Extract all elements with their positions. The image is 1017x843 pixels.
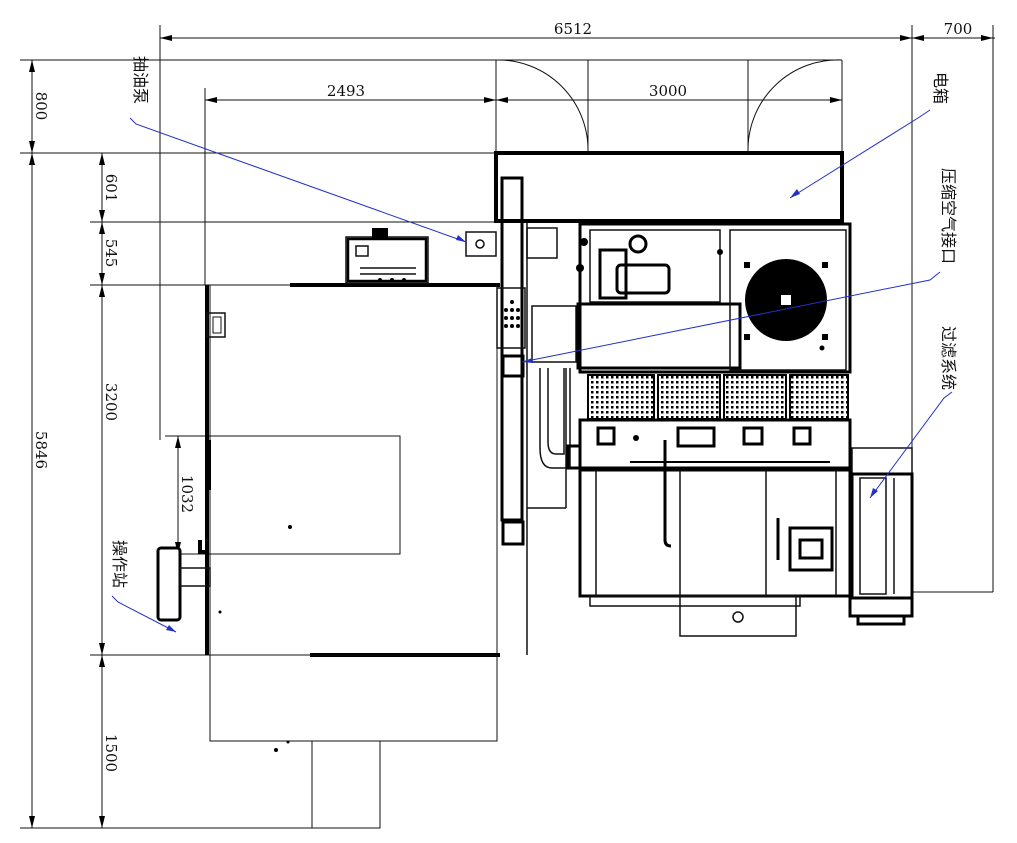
electrical-box xyxy=(494,151,844,223)
door-swings xyxy=(495,59,843,153)
label-compressed-air-inlet: 压缩空气接口 xyxy=(939,168,958,264)
label-oil-pump: 抽油泵 xyxy=(131,56,150,104)
dim-total-width: 6512 xyxy=(554,20,592,38)
label-operator-station: 操作站 xyxy=(110,540,129,588)
label-filter-system: 过滤系统 xyxy=(939,326,958,390)
dim-depth-segment-2: 545 xyxy=(102,239,120,268)
upper-right-equipment xyxy=(576,222,852,374)
dim-operator-station: 1032 xyxy=(178,475,196,513)
callout-labels: 抽油泵 电箱 压缩空气接口 过滤系统 操作站 xyxy=(110,56,958,588)
dim-main-body: 3200 xyxy=(102,383,120,421)
dim-depth-segment-1: 601 xyxy=(102,174,120,203)
main-machine-body xyxy=(205,283,500,657)
dim-front-extension: 1500 xyxy=(102,734,120,772)
dim-right-section: 3000 xyxy=(649,82,687,100)
dim-electrical-box-offset: 700 xyxy=(944,20,973,38)
leaders xyxy=(111,109,953,633)
dimension-texts: 6512 700 2493 3000 800 5846 601 545 3200… xyxy=(32,20,972,772)
dim-total-depth: 5846 xyxy=(32,431,50,469)
dim-left-section: 2493 xyxy=(327,82,365,100)
dimension-lines xyxy=(20,25,995,829)
vertical-column xyxy=(496,176,577,655)
operator-station xyxy=(156,540,211,622)
oil-pump xyxy=(345,228,497,284)
dim-door-clearance: 800 xyxy=(32,92,50,121)
label-electrical-box: 电箱 xyxy=(931,72,950,104)
work-table xyxy=(209,435,401,555)
dimension-arrows xyxy=(29,35,993,828)
filter-system-box xyxy=(848,447,914,626)
hatched-modules xyxy=(587,374,849,420)
coolant-tank xyxy=(566,418,852,637)
front-extension xyxy=(209,654,498,829)
